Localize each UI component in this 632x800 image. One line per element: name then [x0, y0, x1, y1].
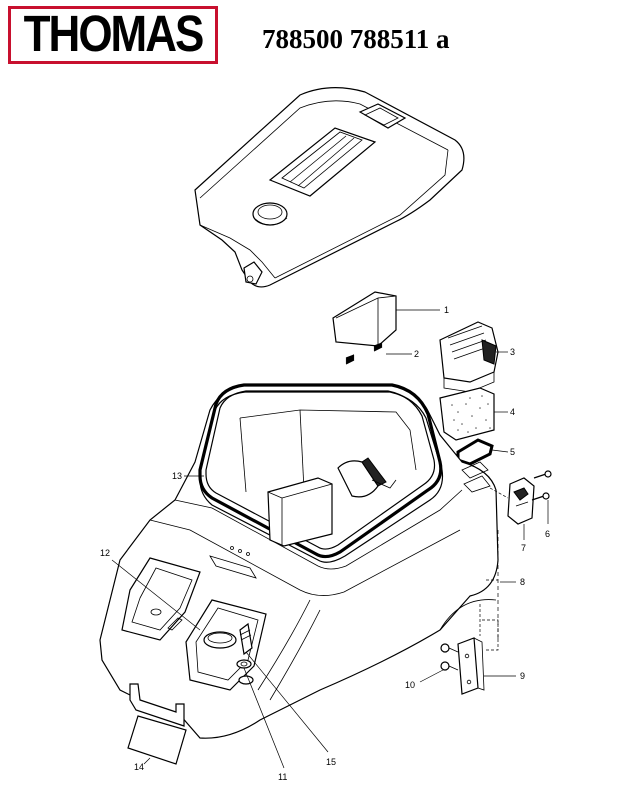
label-part-12: 12: [100, 548, 110, 558]
part-14-plate: [127, 715, 187, 765]
label-part-13: 13: [172, 471, 182, 481]
main-body: [99, 383, 499, 739]
part-10-screws: [440, 643, 459, 671]
part-4-foam-filter: [439, 387, 495, 441]
part-5-gasket: [456, 438, 494, 466]
label-part-6: 6: [545, 529, 550, 539]
label-part-9: 9: [520, 671, 525, 681]
label-part-7: 7: [521, 543, 526, 553]
part-labels: 1 2 3 4 5 6 7 8 9 10 11 12 13 14 15: [100, 305, 550, 782]
label-part-11: 11: [278, 772, 287, 782]
brand-name: THOMAS: [23, 6, 205, 63]
label-part-1: 1: [444, 305, 449, 315]
lid: [194, 87, 465, 288]
label-part-4: 4: [510, 407, 515, 417]
part-2-springs: [345, 342, 383, 365]
label-part-3: 3: [510, 347, 515, 357]
label-part-10: 10: [405, 680, 415, 690]
label-part-5: 5: [510, 447, 515, 457]
part-3-filter-cap: [439, 321, 499, 393]
part-6-screws: [531, 470, 552, 501]
label-part-15: 15: [326, 757, 336, 767]
part-7-latch: [507, 477, 535, 525]
assembly-lines: [479, 487, 509, 651]
leader-lines: [111, 309, 549, 769]
label-part-2: 2: [414, 349, 419, 359]
part-9-bracket: [457, 637, 485, 695]
brand-logo: THOMAS: [8, 6, 218, 64]
document-code: 788500 788511 a: [262, 24, 450, 54]
part-1-deflector: [332, 291, 397, 347]
label-part-8: 8: [520, 577, 525, 587]
label-part-14: 14: [134, 762, 144, 772]
